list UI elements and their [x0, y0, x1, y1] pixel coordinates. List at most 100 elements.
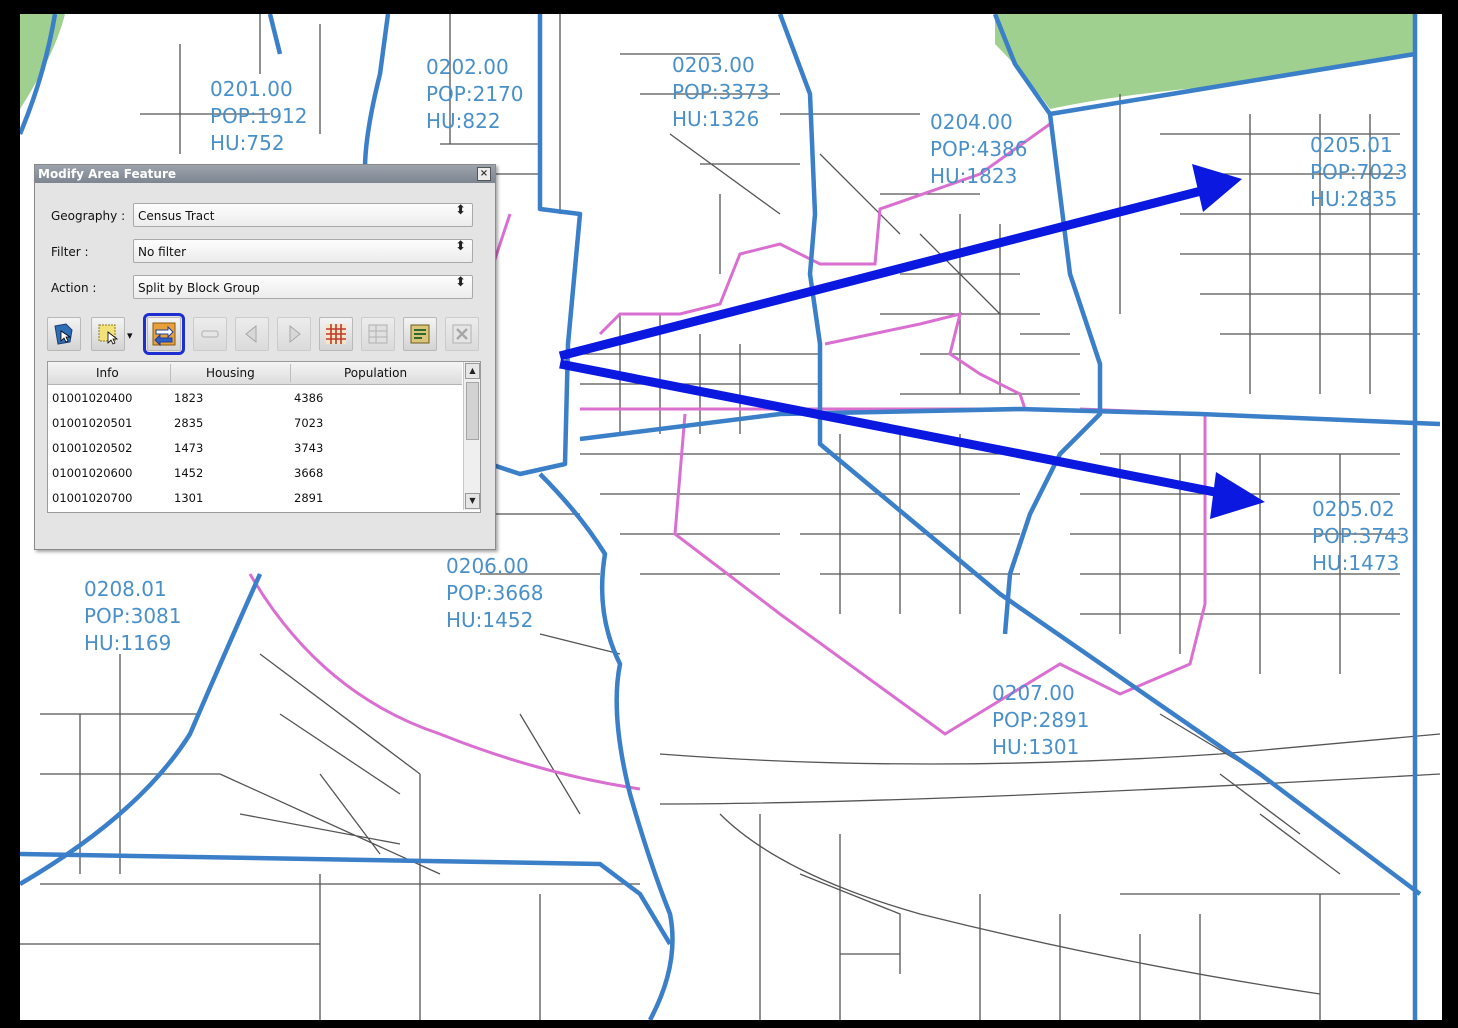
map-frame: 0201.00 POP:1912 HU:752 0202.00 POP:2170… [20, 14, 1442, 1020]
table-row[interactable]: 01001020700 1301 2891 [48, 485, 462, 510]
next-icon [289, 324, 301, 344]
tract-pop: POP:2891 [992, 708, 1090, 732]
cell-info: 01001020600 [52, 466, 133, 480]
cell-housing: 1473 [174, 441, 204, 455]
table-button[interactable] [361, 317, 395, 351]
select-arrows-icon: ⬍ [455, 203, 466, 218]
table-row[interactable]: 01001020501 2835 7023 [48, 410, 462, 435]
cell-population: 3668 [294, 466, 324, 480]
column-header-population[interactable]: Population [344, 366, 408, 380]
tract-id: 0203.00 [672, 53, 755, 77]
tract-hu: HU:1169 [84, 631, 172, 655]
tract-label-0203: 0203.00 POP:3373 HU:1326 [672, 52, 770, 133]
arrow-to-0205-01 [558, 185, 1207, 361]
tract-pop: POP:2170 [426, 82, 524, 106]
chevron-down-icon[interactable]: ▾ [127, 329, 133, 342]
select-feature-icon [54, 323, 73, 345]
cell-info: 01001020700 [52, 491, 133, 505]
report-button[interactable] [403, 317, 437, 351]
tract-id: 0205.02 [1312, 497, 1395, 521]
cell-info: 01001020501 [52, 416, 133, 430]
previous-button[interactable] [235, 317, 269, 351]
tract-id: 0204.00 [930, 110, 1013, 134]
arrowhead-0205-02 [1210, 472, 1265, 519]
cell-housing: 2835 [174, 416, 204, 430]
column-header-housing[interactable]: Housing [206, 366, 255, 380]
delete-icon [452, 324, 472, 344]
split-icon [152, 322, 176, 347]
close-button[interactable]: × [477, 167, 491, 181]
tract-boundaries [20, 14, 1441, 1020]
table-header: Info Housing Population [48, 362, 462, 385]
tract-hu: HU:822 [426, 109, 501, 133]
tract-hu: HU:1301 [992, 735, 1080, 759]
tract-id: 0201.00 [210, 77, 293, 101]
map-canvas[interactable] [20, 14, 1442, 1020]
tract-hu: HU:1823 [930, 164, 1018, 188]
grid-button[interactable] [319, 317, 353, 351]
geography-select[interactable]: Census Tract ⬍ [133, 203, 473, 227]
action-value: Split by Block Group [138, 281, 260, 295]
tract-hu: HU:752 [210, 131, 285, 155]
next-button[interactable] [277, 317, 311, 351]
collapse-button[interactable] [193, 317, 227, 351]
tract-pop: POP:3743 [1312, 524, 1410, 548]
tract-label-0202: 0202.00 POP:2170 HU:822 [426, 54, 524, 135]
action-label: Action : [51, 281, 97, 295]
select-arrows-icon: ⬍ [455, 239, 466, 254]
results-table[interactable]: Info Housing Population 01001020400 1823… [47, 361, 481, 513]
tract-id: 0202.00 [426, 55, 509, 79]
tract-pop: POP:7023 [1310, 160, 1408, 184]
tract-hu: HU:1326 [672, 107, 760, 131]
dialog-titlebar[interactable]: Modify Area Feature × [35, 165, 495, 183]
tract-label-0205-01: 0205.01 POP:7023 HU:2835 [1310, 132, 1408, 213]
scrollbar-thumb[interactable] [466, 382, 479, 440]
table-scrollbar[interactable]: ▲ ▼ [463, 362, 480, 510]
dialog-title: Modify Area Feature [38, 167, 177, 181]
tract-id: 0207.00 [992, 681, 1075, 705]
cell-housing: 1823 [174, 391, 204, 405]
table-icon [368, 324, 388, 344]
scroll-down-icon[interactable]: ▼ [465, 493, 480, 509]
dialog-toolbar: ▾ [47, 313, 487, 355]
split-button[interactable] [143, 313, 185, 355]
tract-pop: POP:3668 [446, 581, 544, 605]
tract-label-0204: 0204.00 POP:4386 HU:1823 [930, 109, 1028, 190]
table-row[interactable]: 01001020600 1452 3668 [48, 460, 462, 485]
grid-icon [326, 324, 346, 344]
geography-row: Geography : Census Tract ⬍ [51, 203, 479, 229]
select-feature-button[interactable] [47, 317, 81, 351]
tract-hu: HU:1473 [1312, 551, 1400, 575]
action-row: Action : Split by Block Group ⬍ [51, 275, 479, 301]
cell-housing: 1301 [174, 491, 204, 505]
filter-row: Filter : No filter ⬍ [51, 239, 479, 265]
arrowhead-0205-01 [1192, 164, 1242, 212]
select-arrows-icon: ⬍ [455, 275, 466, 290]
tract-id: 0205.01 [1310, 133, 1393, 157]
tract-pop: POP:3373 [672, 80, 770, 104]
cell-population: 7023 [294, 416, 324, 430]
action-select[interactable]: Split by Block Group ⬍ [133, 275, 473, 299]
geography-value: Census Tract [138, 209, 215, 223]
tract-hu: HU:1452 [446, 608, 534, 632]
tract-label-0201: 0201.00 POP:1912 HU:752 [210, 76, 308, 157]
tract-hu: HU:2835 [1310, 187, 1398, 211]
scroll-up-icon[interactable]: ▲ [465, 363, 480, 379]
split-arrows [558, 164, 1265, 519]
minus-icon [201, 330, 219, 338]
blockgroup-boundaries [248, 122, 1207, 791]
filter-select[interactable]: No filter ⬍ [133, 239, 473, 263]
table-row[interactable]: 01001020502 1473 3743 [48, 435, 462, 460]
select-by-area-button[interactable] [91, 317, 125, 351]
tract-pop: POP:1912 [210, 104, 308, 128]
tract-label-0208-01: 0208.01 POP:3081 HU:1169 [84, 576, 182, 657]
delete-button[interactable] [445, 317, 479, 351]
table-row[interactable]: 01001020400 1823 4386 [48, 385, 462, 410]
tract-id: 0208.01 [84, 577, 167, 601]
geography-label: Geography : [51, 209, 126, 223]
cell-info: 01001020502 [52, 441, 133, 455]
tract-label-0206: 0206.00 POP:3668 HU:1452 [446, 553, 544, 634]
modify-area-feature-dialog[interactable]: Modify Area Feature × Geography : Census… [34, 164, 496, 550]
tract-pop: POP:3081 [84, 604, 182, 628]
column-header-info[interactable]: Info [96, 366, 119, 380]
